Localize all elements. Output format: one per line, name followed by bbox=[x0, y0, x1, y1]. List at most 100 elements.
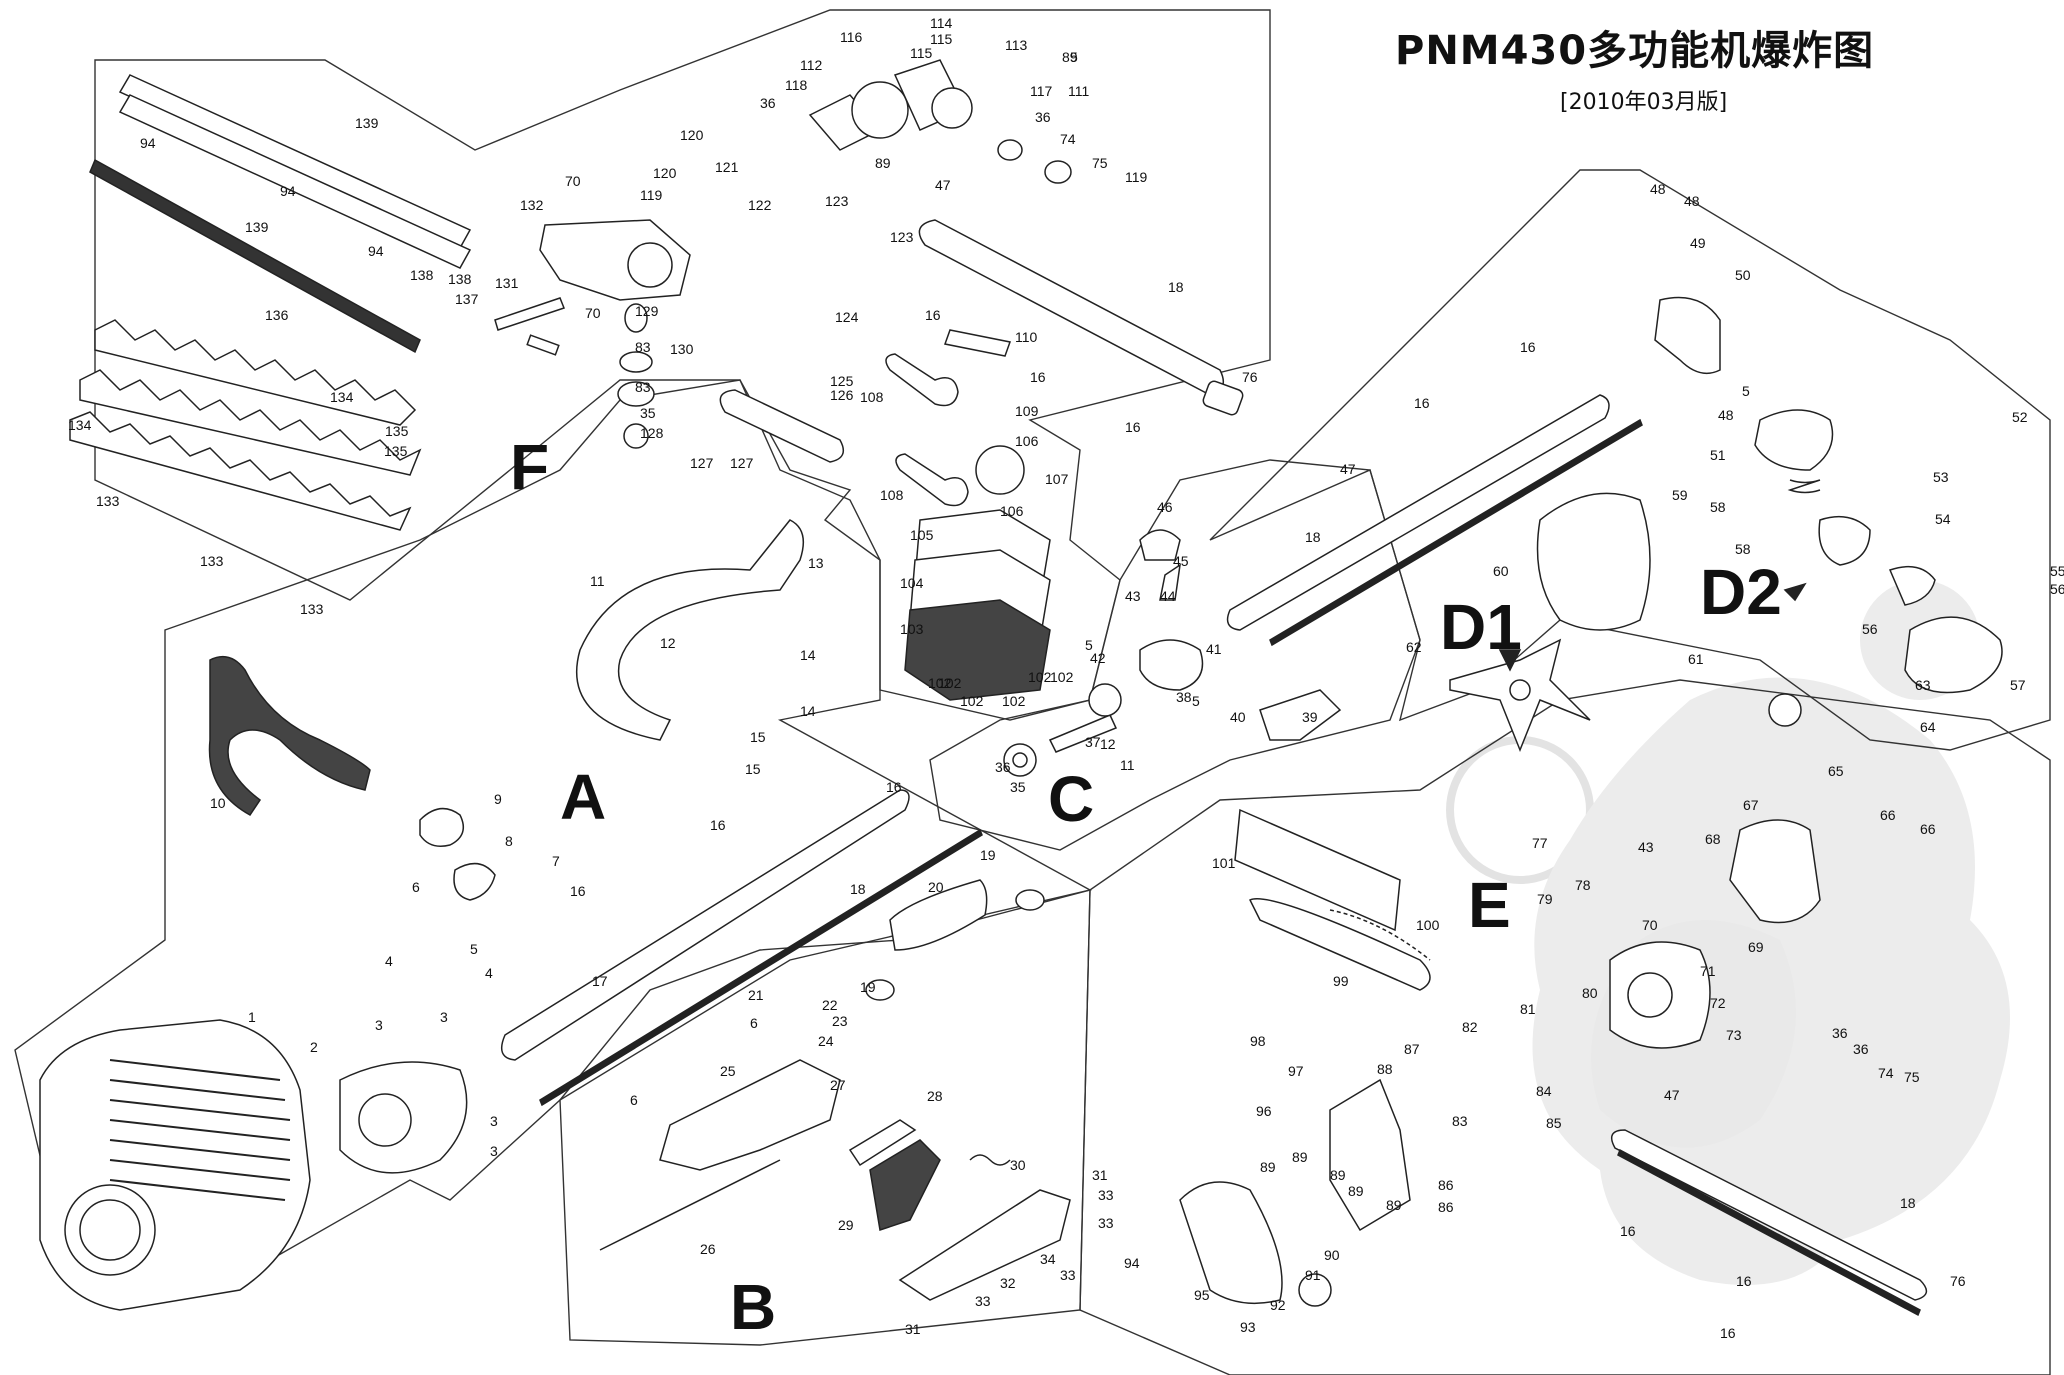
part-number-a-23: 3 bbox=[375, 1017, 383, 1033]
handle-loop-11 bbox=[575, 519, 805, 741]
part-number-a-4: 14 bbox=[800, 703, 816, 719]
part-number-f-3: 5 bbox=[1070, 49, 1078, 65]
part-number-c-0: 46 bbox=[1157, 499, 1173, 515]
part-number-f-41: 16 bbox=[1030, 369, 1046, 385]
part-number-b-12: 31 bbox=[1092, 1167, 1108, 1183]
part-number-e-1: 64 bbox=[1920, 719, 1936, 735]
part-number-e-14: 70 bbox=[1642, 917, 1658, 933]
part-number-a-25: 3 bbox=[490, 1113, 498, 1129]
part-number-a-22: 4 bbox=[485, 965, 493, 981]
part-number-e-21: 73 bbox=[1726, 1027, 1742, 1043]
part-number-f-30: 138 bbox=[410, 267, 434, 283]
part-number-f-15: 119 bbox=[1125, 169, 1148, 185]
part-number-f-0: 114 bbox=[930, 15, 953, 31]
part-number-f-29: 94 bbox=[368, 243, 384, 259]
part-number-d-12: 53 bbox=[1933, 469, 1949, 485]
part-number-a-21: 4 bbox=[385, 953, 393, 969]
shaft-47-e bbox=[1617, 1148, 1921, 1317]
part-number-a-11: 6 bbox=[412, 879, 420, 895]
part-number-a-1: 13 bbox=[808, 555, 824, 571]
part-number-c-6: 38 bbox=[1176, 689, 1192, 705]
engine-1 bbox=[39, 1019, 311, 1311]
part-number-f-20: 94 bbox=[280, 183, 296, 199]
part-number-c-7: 40 bbox=[1230, 709, 1246, 725]
part-number-d-4: 16 bbox=[1520, 339, 1536, 355]
part-number-f-47: 126 bbox=[830, 387, 854, 403]
part-number-e-23: 36 bbox=[1853, 1041, 1869, 1057]
part-number-c-8: 39 bbox=[1302, 709, 1318, 725]
part-number-d-8: 47 bbox=[1340, 461, 1356, 477]
section-label-d1: D1 bbox=[1440, 591, 1522, 663]
part-number-e-36: 89 bbox=[1260, 1159, 1276, 1175]
part-number-e-38: 89 bbox=[1330, 1167, 1346, 1183]
part-number-a-16: 17 bbox=[592, 973, 608, 989]
part-number-e-39: 89 bbox=[1348, 1183, 1364, 1199]
gear-107 bbox=[975, 445, 1025, 495]
part-number-d-13: 54 bbox=[1935, 511, 1951, 527]
part-number-f-65: 133 bbox=[300, 601, 324, 617]
section-label-b: B bbox=[730, 1271, 777, 1343]
part-number-d-3: 50 bbox=[1735, 267, 1751, 283]
section-e-parts bbox=[1179, 693, 1928, 1317]
part-number-e-32: 84 bbox=[1536, 1083, 1552, 1099]
part-number-d-6: 48 bbox=[1718, 407, 1734, 423]
arrow-d1 bbox=[1498, 649, 1522, 672]
cap-63 bbox=[1768, 693, 1802, 727]
part-number-d-15: 58 bbox=[1710, 499, 1726, 515]
part-number-e-25: 75 bbox=[1904, 1069, 1920, 1085]
cutter-blade-134c bbox=[69, 411, 412, 531]
part-number-c-20: 102 bbox=[1028, 669, 1052, 685]
part-number-f-18: 139 bbox=[355, 115, 379, 131]
part-number-d-21: 57 bbox=[2010, 677, 2026, 693]
part-number-f-50: 109 bbox=[1015, 403, 1039, 419]
part-number-a-19: 19 bbox=[860, 979, 876, 995]
part-number-d-20: 56 bbox=[1862, 621, 1878, 637]
clamp-38 bbox=[1139, 639, 1204, 691]
part-number-f-17: 89 bbox=[875, 155, 891, 171]
bar-cover-101 bbox=[1234, 808, 1401, 932]
link-108b bbox=[895, 453, 969, 507]
part-number-e-45: 92 bbox=[1270, 1297, 1286, 1313]
part-number-a-10: 7 bbox=[552, 853, 560, 869]
part-number-c-1: 45 bbox=[1173, 553, 1189, 569]
part-number-f-43: 125 bbox=[830, 373, 854, 389]
part-number-e-43: 91 bbox=[1305, 1267, 1321, 1283]
part-number-f-36: 129 bbox=[635, 303, 659, 319]
part-number-e-26: 98 bbox=[1250, 1033, 1266, 1049]
part-number-f-61: 127 bbox=[730, 455, 754, 471]
part-number-f-12: 36 bbox=[1035, 109, 1051, 125]
part-number-f-44: 130 bbox=[670, 341, 694, 357]
part-number-c-2: 43 bbox=[1125, 588, 1141, 604]
part-number-f-9: 118 bbox=[785, 77, 808, 93]
part-number-b-7: 28 bbox=[927, 1088, 943, 1104]
part-number-f-23: 119 bbox=[640, 187, 663, 203]
part-number-e-0: 63 bbox=[1915, 677, 1931, 693]
section-c-parts bbox=[1003, 529, 1342, 777]
part-number-d-19: 56 bbox=[2050, 581, 2064, 597]
part-number-f-62: 134 bbox=[68, 417, 92, 433]
lever-45 bbox=[1159, 563, 1181, 601]
part-number-c-11: 37 bbox=[1085, 734, 1101, 750]
part-number-f-60: 127 bbox=[690, 455, 714, 471]
diagram-subtitle: [2010年03月版] bbox=[1560, 90, 1728, 115]
part-number-c-10: 5 bbox=[1192, 693, 1200, 709]
link-108a bbox=[885, 353, 959, 407]
section-a-parts bbox=[39, 519, 1045, 1311]
spring-30 bbox=[969, 1154, 1011, 1166]
part-number-c-17: 102 bbox=[938, 675, 962, 691]
part-number-f-46: 83 bbox=[635, 379, 651, 395]
part-number-e-42: 95 bbox=[1194, 1287, 1210, 1303]
part-number-e-19: 81 bbox=[1520, 1001, 1536, 1017]
part-number-e-4: 68 bbox=[1705, 831, 1721, 847]
wire-26 bbox=[599, 1159, 781, 1251]
knob-39 bbox=[1259, 689, 1342, 741]
part-number-e-17: 72 bbox=[1710, 995, 1726, 1011]
part-number-f-31: 138 bbox=[448, 271, 472, 287]
guide-bar-99 bbox=[1248, 898, 1431, 991]
part-number-b-0: 21 bbox=[748, 987, 764, 1003]
part-number-d-1: 48 bbox=[1684, 193, 1700, 209]
part-number-e-28: 87 bbox=[1404, 1041, 1420, 1057]
part-number-c-12: 36 bbox=[995, 759, 1011, 775]
part-number-b-13: 33 bbox=[1098, 1187, 1114, 1203]
